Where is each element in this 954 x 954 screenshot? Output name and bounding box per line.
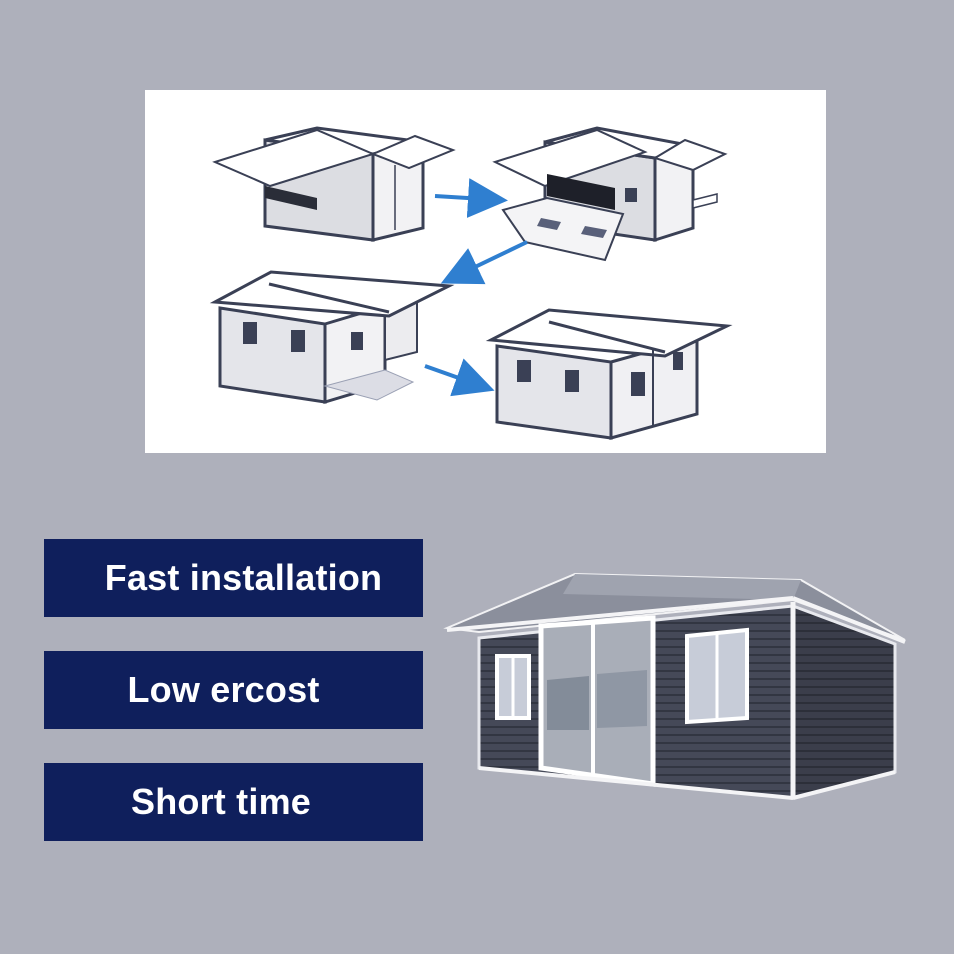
feature-label-low-cost: Low ercost [44, 651, 423, 729]
step-folded-house [212, 126, 456, 242]
step-wings-out-house [209, 270, 455, 405]
house-photo-svg [443, 572, 906, 800]
arrow-step-3-to-4 [424, 358, 495, 397]
arrow-step-1-to-2 [434, 178, 508, 218]
feature-label-fast-installation: Fast installation [44, 539, 423, 617]
step-unfolding-house [492, 126, 728, 262]
house-photo [443, 560, 908, 810]
expansion-diagram-svg [209, 126, 733, 440]
arrow-step-2-to-3 [440, 240, 528, 285]
step-expanded-house [485, 308, 733, 440]
feature-label-short-time: Short time [44, 763, 423, 841]
expansion-diagram [145, 90, 826, 453]
